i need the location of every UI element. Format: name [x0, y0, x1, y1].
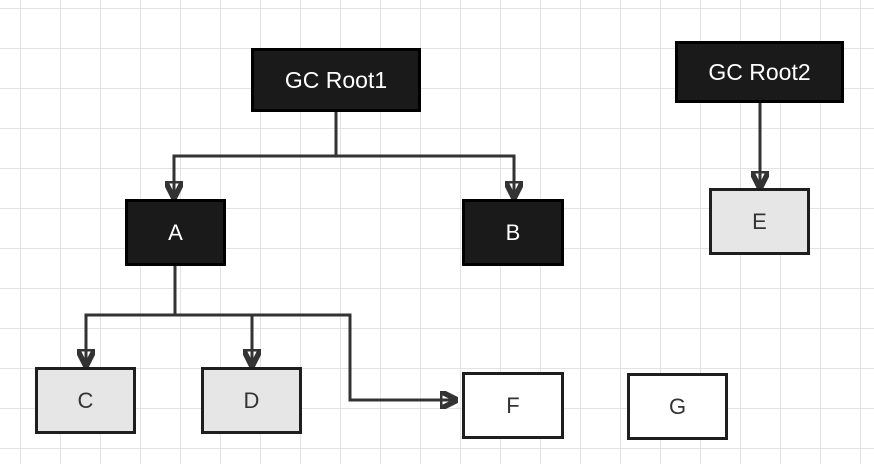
edge-a-to-c — [86, 266, 177, 365]
node-e: E — [709, 188, 810, 255]
node-g: G — [627, 373, 728, 440]
node-gc-root1: GC Root1 — [251, 48, 421, 112]
node-c: C — [35, 367, 136, 434]
node-d: D — [201, 367, 302, 434]
node-b: B — [462, 199, 564, 266]
edge-gcroot1-to-b — [336, 154, 514, 197]
edge-a-to-d — [175, 313, 252, 365]
node-a: A — [125, 199, 226, 266]
node-gc-root2: GC Root2 — [675, 41, 844, 103]
edge-a-to-f — [252, 313, 456, 400]
node-f: F — [462, 372, 564, 439]
edge-gcroot1-to-a — [174, 111, 338, 197]
